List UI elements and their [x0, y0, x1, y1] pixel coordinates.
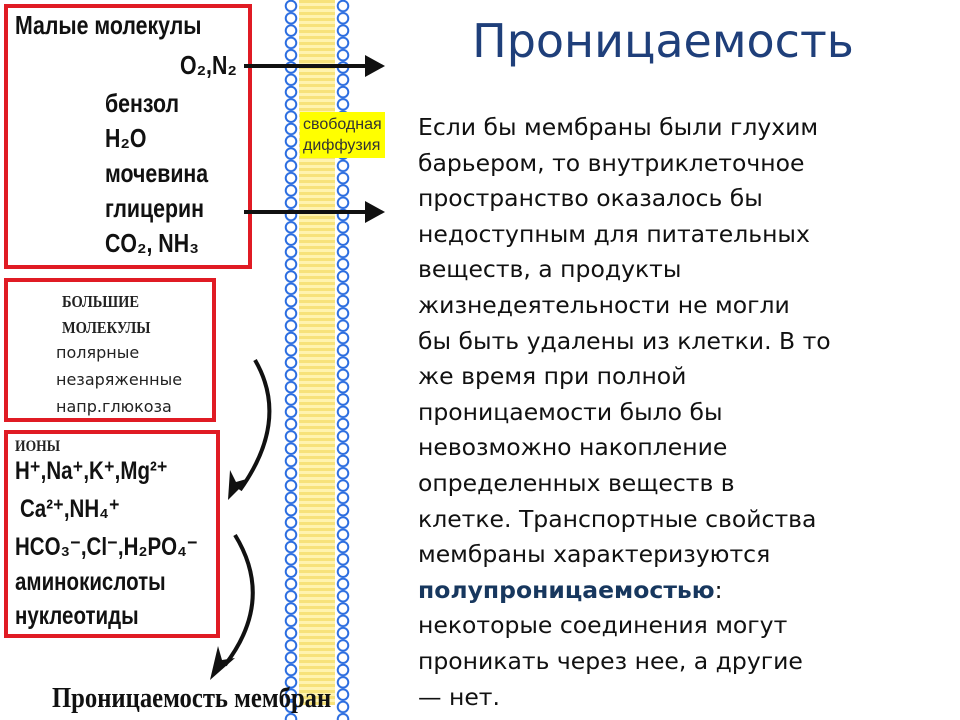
- slide-paragraph: Если бы мембраны были глухим барьером, т…: [418, 110, 958, 715]
- paragraph-line: Если бы мембраны были глухим: [418, 113, 819, 141]
- molecule-item: незаряженные: [56, 370, 183, 389]
- paragraph-line: клетке. Транспортные свойства: [418, 504, 817, 533]
- curved-arrows: [210, 358, 272, 680]
- small-molecules-heading: Малые молекулы: [15, 10, 202, 40]
- paragraph-line: некоторые соединения могут: [418, 611, 788, 640]
- paragraph-line: недоступным для питательных: [418, 219, 810, 248]
- ions-heading: ИОНЫ: [15, 438, 61, 455]
- paragraph-line: проницаемости было бы: [418, 397, 723, 426]
- paragraph-line: — нет.: [418, 682, 500, 711]
- highlighted-term: полупроницаемостью: [418, 575, 715, 604]
- arrow-head-icon: [228, 470, 250, 500]
- diffusion-label-line: диффузия: [303, 137, 381, 154]
- membrane-heads-left: [283, 0, 299, 720]
- ion-item: нуклеотиды: [15, 602, 139, 630]
- molecule-item: H₂O: [105, 123, 147, 153]
- paragraph-line: определенных веществ в: [418, 468, 735, 497]
- molecule-item: O₂,N₂: [180, 50, 237, 80]
- molecule-item: глицерин: [105, 193, 204, 223]
- membrane-heads-right: [335, 0, 351, 720]
- small-molecules-box: [4, 4, 252, 269]
- paragraph-line: мембраны характеризуются: [418, 540, 771, 569]
- arrow-head-icon: [210, 646, 235, 680]
- paragraph-line: полупроницаемостью:: [418, 573, 958, 609]
- ion-item: H⁺,Na⁺,K⁺,Mg²⁺: [15, 457, 168, 485]
- diffusion-label: свободная диффузия: [300, 112, 385, 158]
- ions-box: [4, 430, 220, 638]
- large-molecules-box: [4, 278, 216, 422]
- punctuation: :: [714, 575, 723, 604]
- paragraph-line: веществ, а продукты: [418, 255, 682, 284]
- molecule-item: напр.глюкоза: [56, 397, 172, 416]
- ion-item: HCO₃⁻,Cl⁻,H₂PO₄⁻: [15, 533, 198, 561]
- arrow-right-icon: [244, 55, 385, 77]
- paragraph-line: жизнедеятельности не могли: [418, 290, 790, 319]
- molecule-item: мочевина: [105, 158, 209, 188]
- molecule-item: бензол: [105, 88, 180, 118]
- paragraph-line: невозможно накопление: [418, 433, 728, 462]
- diffusion-label-line: свободная: [303, 116, 382, 133]
- ion-item: Ca²⁺,NH₄⁺: [20, 495, 120, 523]
- paragraph-line: пространство оказалось бы: [418, 184, 763, 213]
- paragraph-line: проникать через нее, а другие: [418, 646, 803, 675]
- slide-title: Проницаемость: [472, 14, 854, 68]
- large-molecules-heading: МОЛЕКУЛЫ: [62, 318, 151, 337]
- arrow-right-icon: [244, 201, 385, 223]
- curved-arrow-icon: [238, 358, 272, 492]
- paragraph-line: же время при полной: [418, 362, 687, 391]
- diagram-caption: Проницаемость мембран: [52, 682, 332, 714]
- paragraph-line: барьером, то внутриклеточное: [418, 148, 805, 177]
- large-molecules-heading: БОЛЬШИЕ: [62, 292, 140, 311]
- curved-arrow-icon: [223, 533, 255, 667]
- molecule-item: полярные: [56, 343, 140, 362]
- membrane-tails: [299, 0, 335, 705]
- ion-item: аминокислоты: [15, 568, 166, 596]
- paragraph-line: бы быть удалены из клетки. В то: [418, 326, 831, 355]
- molecule-item: CO₂, NH₃: [105, 228, 199, 258]
